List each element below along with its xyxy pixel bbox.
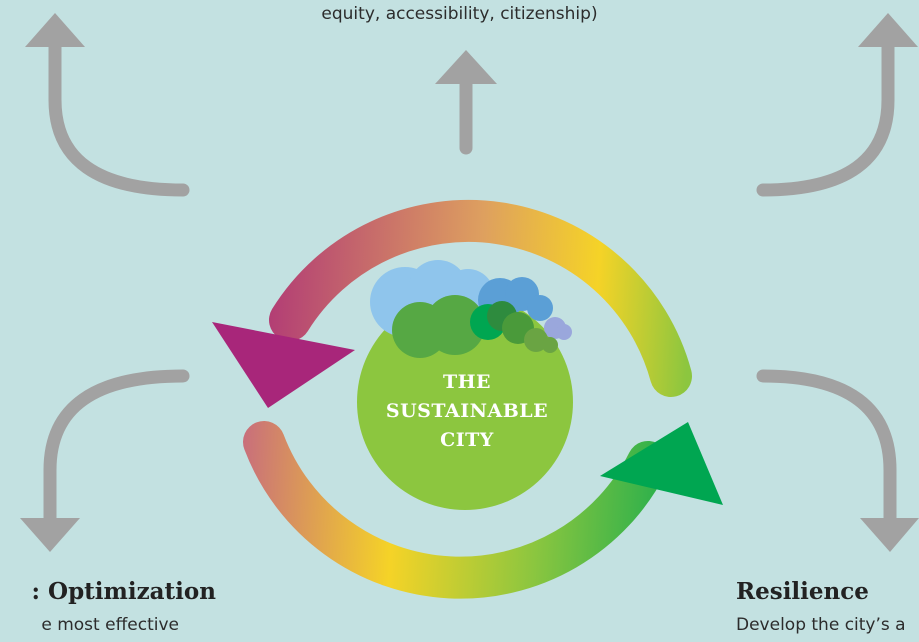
resilience-heading: Resilience <box>736 578 869 605</box>
resilience-description: Develop the city’s a <box>736 615 906 635</box>
center-label-line2: SUSTAINABLE <box>385 400 549 422</box>
bottom-right-arrow <box>756 369 919 552</box>
center-label-line3: CITY <box>440 429 494 451</box>
cycle-arrow-bottom <box>243 421 723 599</box>
trees-icon <box>392 295 558 358</box>
top-center-arrow <box>435 50 497 155</box>
cycle-arrow-top <box>212 199 692 408</box>
top-right-arrow <box>756 13 918 197</box>
top-caption: equity, accessibility, citizenship) <box>321 4 598 24</box>
optimization-description: e most effective <box>41 615 179 635</box>
optimization-heading: : Optimization <box>31 578 216 605</box>
center-label: THE SUSTAINABLE CITY <box>347 368 587 455</box>
top-left-arrow <box>25 13 190 197</box>
bottom-left-arrow <box>20 369 190 552</box>
center-label-line1: THE <box>442 371 492 393</box>
